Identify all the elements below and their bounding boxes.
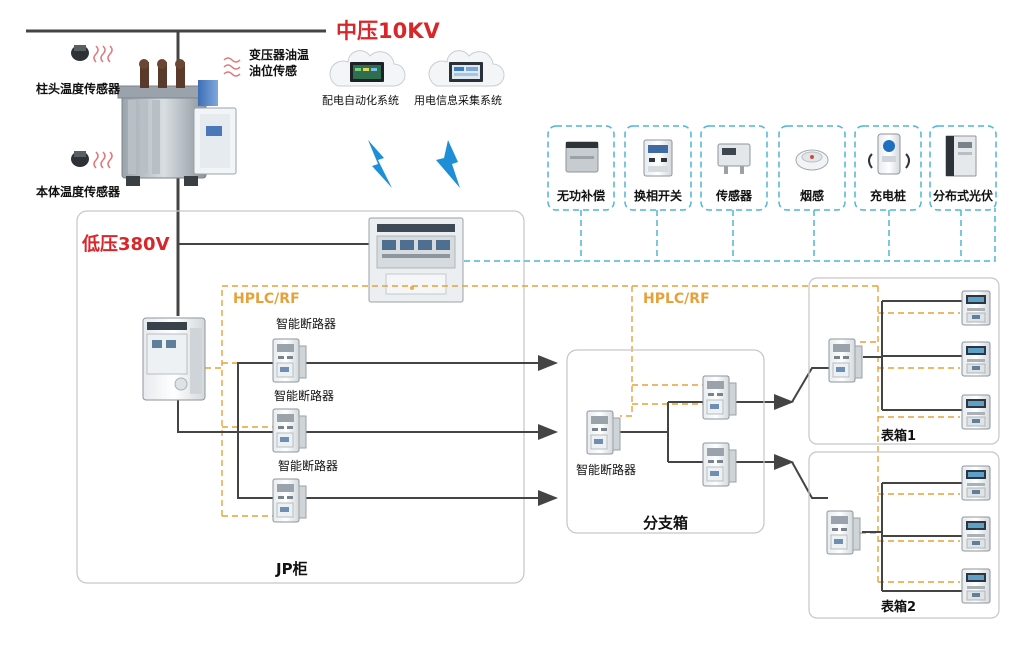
hplc-network bbox=[205, 285, 960, 583]
main-breaker-icon bbox=[142, 317, 206, 401]
smart-breaker-icon bbox=[272, 408, 307, 453]
smart-meter-icon bbox=[961, 568, 991, 604]
charging-pile-icon bbox=[868, 133, 910, 175]
smart-meter-icon bbox=[961, 394, 991, 430]
low-voltage-label: 低压380V bbox=[81, 233, 170, 255]
branch-box-label: 分支箱 bbox=[643, 514, 688, 532]
meter-box-2-label: 表箱2 bbox=[880, 599, 916, 615]
jp-cabinet-label: JP柜 bbox=[275, 560, 308, 578]
smart-breaker-icon bbox=[272, 338, 307, 383]
meter-box-2-frame bbox=[808, 451, 1000, 619]
device-label-0: 无功补偿 bbox=[556, 188, 605, 203]
distribution-automation-label: 配电自动化系统 bbox=[322, 93, 399, 107]
smart-meter-icon bbox=[961, 465, 991, 501]
smart-meter-icon bbox=[961, 516, 991, 552]
lightning-icon bbox=[368, 140, 392, 188]
hplc-label-right: HPLC/RF bbox=[643, 291, 710, 307]
pv-inverter-icon bbox=[945, 135, 977, 177]
device-label-5: 分布式光伏 bbox=[933, 188, 993, 203]
device-label-3: 烟感 bbox=[800, 188, 824, 203]
capacitor-icon bbox=[565, 141, 599, 173]
smoke-detector-icon bbox=[795, 149, 829, 171]
breaker-label-1: 智能断路器 bbox=[276, 316, 336, 331]
device-label-2: 传感器 bbox=[715, 188, 753, 203]
meter-box-1-label: 表箱1 bbox=[880, 428, 916, 444]
oil-sensor-label-line2: 油位传感 bbox=[249, 63, 297, 78]
jp-cabinet-frame bbox=[76, 210, 525, 584]
smart-breaker-icon bbox=[586, 410, 621, 455]
pole-sensor-label: 柱头温度传感器 bbox=[36, 81, 121, 96]
medium-voltage-label: 中压10KV bbox=[336, 19, 440, 43]
pole-temperature-sensor-icon bbox=[71, 45, 113, 63]
oil-sensor-label-line1: 变压器油温 bbox=[249, 47, 309, 62]
lightning-icon bbox=[436, 140, 460, 188]
branch-box-frame bbox=[566, 349, 765, 534]
phase-switch-icon bbox=[643, 139, 673, 177]
smart-meter-icon bbox=[961, 341, 991, 377]
meter-box-1-frame bbox=[808, 277, 1000, 445]
info-collection-cloud-icon bbox=[428, 50, 505, 87]
smart-breaker-icon bbox=[826, 510, 861, 555]
device-label-4: 充电桩 bbox=[870, 188, 906, 203]
device-bus-line bbox=[464, 208, 996, 262]
terminal-unit-icon bbox=[368, 217, 464, 303]
smart-breaker-icon bbox=[702, 375, 737, 420]
body-sensor-label: 本体温度传感器 bbox=[36, 184, 121, 199]
breaker-label-3: 智能断路器 bbox=[278, 458, 338, 473]
branch-breaker-label: 智能断路器 bbox=[576, 462, 636, 477]
breaker-label-2: 智能断路器 bbox=[274, 388, 334, 403]
device-label-1: 换相开关 bbox=[634, 188, 682, 203]
sensor-icon bbox=[717, 143, 751, 174]
smart-meter-icon bbox=[961, 290, 991, 326]
power-wiring bbox=[177, 300, 962, 592]
body-temperature-sensor-icon bbox=[71, 151, 113, 169]
info-collection-label: 用电信息采集系统 bbox=[414, 93, 502, 107]
smart-breaker-icon bbox=[272, 478, 307, 523]
transformer-icon bbox=[117, 59, 237, 186]
smart-breaker-icon bbox=[702, 442, 737, 487]
distribution-automation-cloud-icon bbox=[329, 50, 406, 87]
hplc-label-left: HPLC/RF bbox=[233, 291, 300, 307]
oil-sensor-waves-icon bbox=[223, 57, 241, 77]
smart-breaker-icon bbox=[828, 338, 863, 383]
